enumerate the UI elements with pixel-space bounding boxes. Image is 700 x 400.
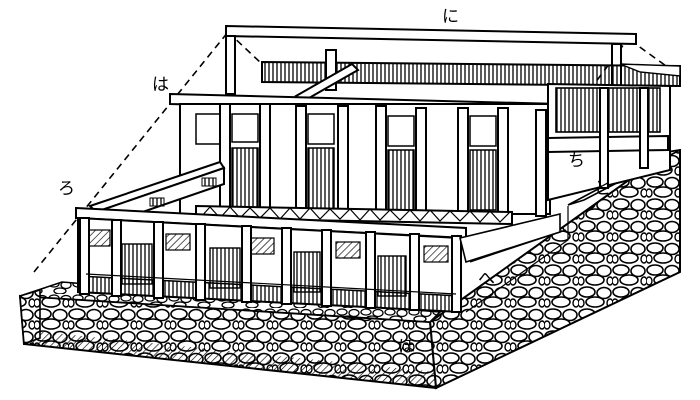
- label-ha: は: [152, 75, 169, 95]
- right-side-room: [547, 82, 671, 202]
- label-to: と: [594, 179, 611, 199]
- back-wall-frame: [169, 92, 561, 217]
- label-ho: ほ: [398, 337, 415, 357]
- front-wall-frame: [75, 206, 467, 314]
- back-roof-eave: [261, 60, 681, 88]
- label-he: へ: [478, 269, 495, 289]
- label-ni: に: [442, 7, 459, 27]
- kana-labels: に は ろ ち と へ ほ: [58, 7, 611, 357]
- label-ro: ろ: [58, 179, 75, 199]
- label-chi: ち: [568, 151, 585, 171]
- inner-floor: [459, 206, 569, 313]
